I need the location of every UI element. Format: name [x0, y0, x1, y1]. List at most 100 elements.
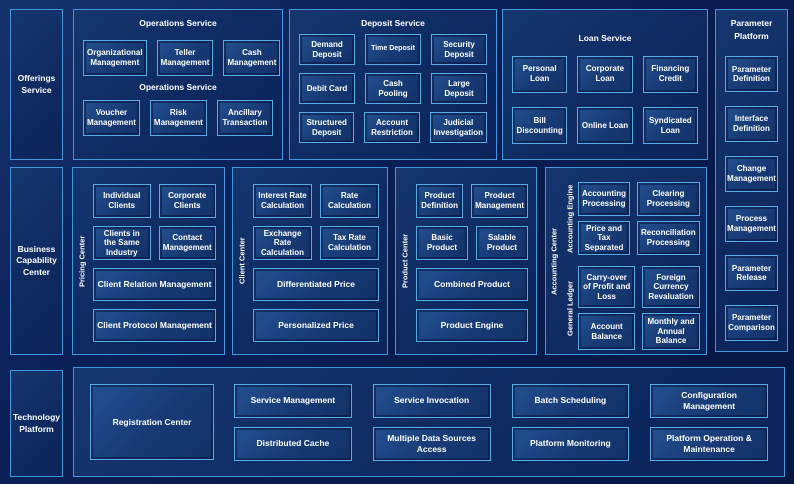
- panel-operations-service: Operations Service Organizational Manage…: [73, 9, 283, 160]
- node-product-engine: Product Engine: [416, 309, 528, 342]
- node-teller-management: Teller Management: [156, 40, 214, 76]
- node-security-deposit: Security Deposit: [431, 34, 487, 65]
- node-parameter-definition: Parameter Definition: [725, 56, 778, 93]
- node-account-restriction: Account Restriction: [364, 112, 420, 143]
- accounting-engine-group: Accounting Engine Accounting Processing …: [562, 182, 700, 255]
- operations-row-2: Voucher Management Risk Management Ancil…: [74, 100, 282, 136]
- technology-grid: Service Management Service Invocation Ba…: [234, 383, 768, 461]
- rail-technology-platform: Technology Platform: [10, 370, 63, 477]
- node-basic-product: Basic Product: [416, 226, 468, 260]
- node-platform-operation-maintenance: Platform Operation & Maintenance: [650, 426, 768, 461]
- general-ledger-grid: Carry-over of Profit and Loss Foreign Cu…: [578, 266, 700, 350]
- client-row-1: Interest Rate Calculation Rate Calculati…: [253, 184, 379, 218]
- node-interface-definition: Interface Definition: [725, 106, 778, 142]
- node-clients-same-industry: Clients in the Same Industry: [93, 226, 151, 260]
- deposit-row-1: Demand Deposit Time Deposit Security Dep…: [290, 34, 496, 65]
- node-parameter-release: Parameter Release: [725, 255, 778, 292]
- node-risk-management: Risk Management: [149, 100, 207, 136]
- node-combined-product: Combined Product: [416, 268, 528, 301]
- node-bill-discounting: Bill Discounting: [512, 107, 568, 145]
- node-interest-rate-calculation: Interest Rate Calculation: [253, 184, 312, 218]
- operations-watermark: Operations Service: [139, 82, 217, 92]
- panel-accounting-center: Accounting Center Accounting Engine Acco…: [545, 167, 707, 355]
- deposit-row-2: Debit Card Cash Pooling Large Deposit: [290, 73, 496, 104]
- node-distributed-cache: Distributed Cache: [234, 426, 352, 461]
- panel-product-center: Product Center Product Definition Produc…: [395, 167, 537, 355]
- accounting-engine-label: Accounting Engine: [565, 184, 575, 253]
- rail-business-capability-center: Business Capability Center: [10, 167, 63, 355]
- client-row-2: Exchange Rate Calculation Tax Rate Calcu…: [253, 226, 379, 260]
- node-price-tax-separated: Price and Tax Separated: [578, 221, 630, 255]
- node-demand-deposit: Demand Deposit: [299, 34, 355, 65]
- deposit-row-3: Structured Deposit Account Restriction J…: [290, 112, 496, 143]
- panel-technology-platform: Registration Center Service Management S…: [73, 367, 785, 477]
- deposit-title: Deposit Service: [361, 18, 425, 28]
- node-debit-card: Debit Card: [299, 73, 355, 104]
- node-accounting-processing: Accounting Processing: [578, 182, 630, 216]
- panel-client-center: Client Center Interest Rate Calculation …: [232, 167, 388, 355]
- node-client-protocol-management: Client Protocol Management: [93, 309, 216, 342]
- product-center-content: Product Definition Product Management Ba…: [414, 168, 536, 354]
- node-product-definition: Product Definition: [416, 184, 464, 218]
- node-batch-scheduling: Batch Scheduling: [511, 383, 630, 418]
- node-foreign-currency-revaluation: Foreign Currency Revaluation: [642, 266, 700, 308]
- rail-offerings-label: Offerings Service: [17, 73, 56, 95]
- panel-deposit-service: Deposit Service Demand Deposit Time Depo…: [289, 9, 497, 160]
- node-individual-clients: Individual Clients: [93, 184, 151, 218]
- operations-row-1: Organizational Management Teller Managem…: [74, 40, 282, 76]
- node-configuration-management: Configuration Management: [650, 383, 768, 418]
- panel-loan-service: Loan Service Personal Loan Corporate Loa…: [502, 9, 708, 160]
- node-exchange-rate-calculation: Exchange Rate Calculation: [253, 226, 312, 260]
- node-registration-center: Registration Center: [90, 384, 214, 460]
- product-center-label: Product Center: [400, 233, 410, 289]
- node-syndicated-loan: Syndicated Loan: [642, 107, 698, 145]
- client-center-label: Client Center: [237, 237, 247, 285]
- node-cash-management: Cash Management: [223, 40, 281, 76]
- parameter-title: Parameter Platform: [730, 18, 773, 41]
- pricing-row-2: Clients in the Same Industry Contact Man…: [93, 226, 216, 260]
- rail-business-label: Business Capability Center: [16, 243, 57, 277]
- client-center-content: Interest Rate Calculation Rate Calculati…: [251, 168, 387, 354]
- node-clearing-processing: Clearing Processing: [637, 182, 700, 216]
- node-ancillary-transaction: Ancillary Transaction: [216, 100, 273, 136]
- node-judicial-investigation: Judicial Investigation: [429, 112, 487, 143]
- node-service-management: Service Management: [234, 383, 352, 418]
- node-financing-credit: Financing Credit: [642, 55, 698, 93]
- rail-technology-label: Technology Platform: [12, 412, 61, 434]
- node-platform-monitoring: Platform Monitoring: [511, 426, 630, 461]
- node-multiple-data-sources-access: Multiple Data Sources Access: [372, 426, 491, 461]
- node-parameter-comparison: Parameter Comparison: [725, 305, 778, 341]
- node-reconciliation-processing: Reconciliation Processing: [637, 221, 700, 255]
- node-large-deposit: Large Deposit: [431, 73, 487, 104]
- node-salable-product: Salable Product: [476, 226, 528, 260]
- node-personal-loan: Personal Loan: [512, 55, 568, 93]
- node-product-management: Product Management: [471, 184, 528, 218]
- node-online-loan: Online Loan: [577, 107, 633, 145]
- node-tax-rate-calculation: Tax Rate Calculation: [320, 226, 379, 260]
- node-corporate-clients: Corporate Clients: [158, 184, 216, 218]
- node-carry-over-profit-loss: Carry-over of Profit and Loss: [578, 266, 636, 308]
- accounting-center-label: Accounting Center: [549, 227, 559, 295]
- loan-title: Loan Service: [578, 32, 632, 43]
- loan-row-2: Bill Discounting Online Loan Syndicated …: [503, 107, 707, 145]
- node-service-invocation: Service Invocation: [372, 383, 491, 418]
- node-organizational-management: Organizational Management: [83, 40, 147, 76]
- node-differentiated-price: Differentiated Price: [253, 268, 379, 301]
- node-voucher-management: Voucher Management: [83, 100, 140, 136]
- node-process-management: Process Management: [725, 205, 778, 242]
- node-corporate-loan: Corporate Loan: [577, 55, 633, 93]
- product-row-2: Basic Product Salable Product: [416, 226, 528, 260]
- node-cash-pooling: Cash Pooling: [365, 73, 421, 104]
- panel-pricing-center: Pricing Center Individual Clients Corpor…: [72, 167, 225, 355]
- general-ledger-label: General Ledger: [565, 280, 575, 336]
- product-row-1: Product Definition Product Management: [416, 184, 528, 218]
- loan-row-1: Personal Loan Corporate Loan Financing C…: [503, 55, 707, 93]
- node-monthly-annual-balance: Monthly and Annual Balance: [642, 313, 700, 350]
- node-personalized-price: Personalized Price: [253, 309, 379, 342]
- general-ledger-group: General Ledger Carry-over of Profit and …: [562, 266, 700, 350]
- node-account-balance: Account Balance: [578, 313, 636, 350]
- panel-parameter-platform: Parameter Platform Parameter Definition …: [715, 9, 788, 352]
- accounting-center-content: Accounting Engine Accounting Processing …: [562, 168, 708, 354]
- node-change-management: Change Management: [725, 155, 778, 192]
